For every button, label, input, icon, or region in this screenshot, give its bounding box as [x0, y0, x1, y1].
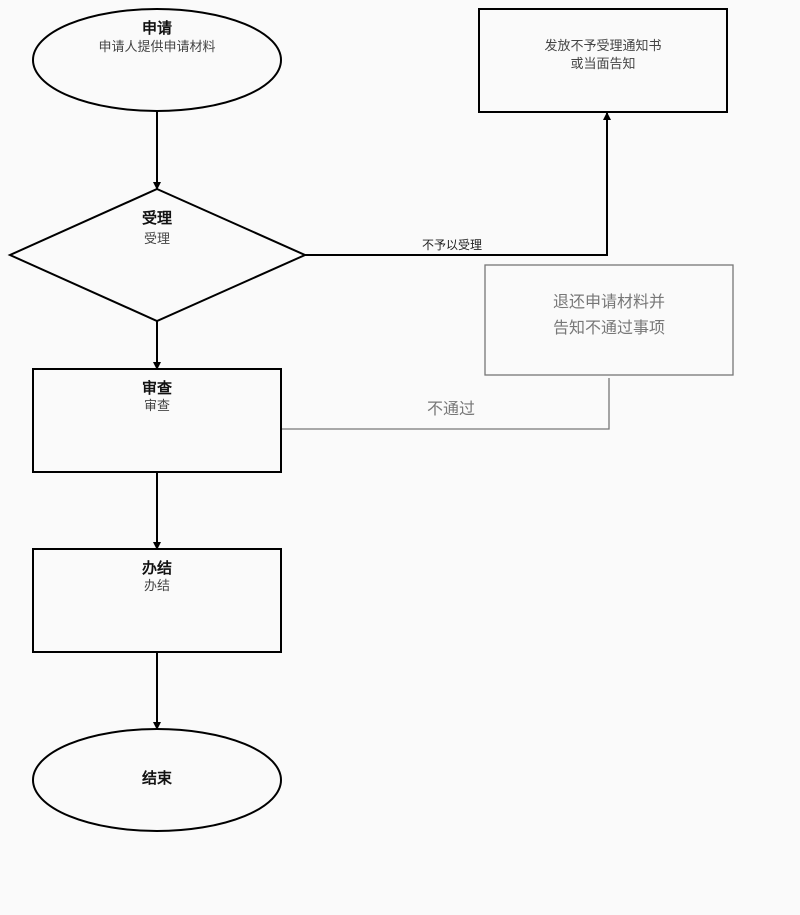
edge-label-not-accepted: 不予以受理 — [422, 238, 482, 252]
node-review: 审查 审查 — [32, 368, 282, 473]
node-return-materials: 退还申请材料并 告知不通过事项 — [484, 264, 734, 376]
node-reject-notice: 发放不予受理通知书 或当面告知 — [478, 8, 728, 113]
node-end-title: 结束 — [142, 769, 173, 787]
return-materials-line1: 退还申请材料并 — [553, 292, 665, 311]
return-materials-line2: 告知不通过事项 — [553, 318, 665, 337]
node-accept: 受理 受理 — [7, 187, 308, 323]
node-complete-title: 办结 — [142, 559, 172, 577]
reject-notice-line2: 或当面告知 — [570, 56, 635, 72]
node-review-title: 审查 — [142, 379, 173, 397]
edge-label-not-passed: 不通过 — [427, 399, 475, 418]
node-apply: 申请 申请人提供申请材料 — [32, 8, 282, 112]
end-ellipse — [32, 728, 282, 832]
reject-notice-line1: 发放不予受理通知书 — [544, 38, 661, 54]
node-complete-subtitle: 办结 — [144, 579, 170, 594]
reject-notice-box — [478, 8, 728, 113]
node-apply-title: 申请 — [142, 19, 172, 37]
connector-not-passed — [281, 378, 610, 430]
node-complete: 办结 办结 — [32, 548, 282, 653]
arrow-not-accepted — [305, 112, 611, 256]
node-apply-subtitle: 申请人提供申请材料 — [98, 39, 215, 55]
return-materials-box — [484, 264, 734, 376]
node-accept-subtitle: 受理 — [144, 232, 170, 247]
node-review-subtitle: 审查 — [144, 399, 170, 414]
node-accept-title: 受理 — [142, 209, 172, 227]
node-end: 结束 — [32, 728, 282, 832]
